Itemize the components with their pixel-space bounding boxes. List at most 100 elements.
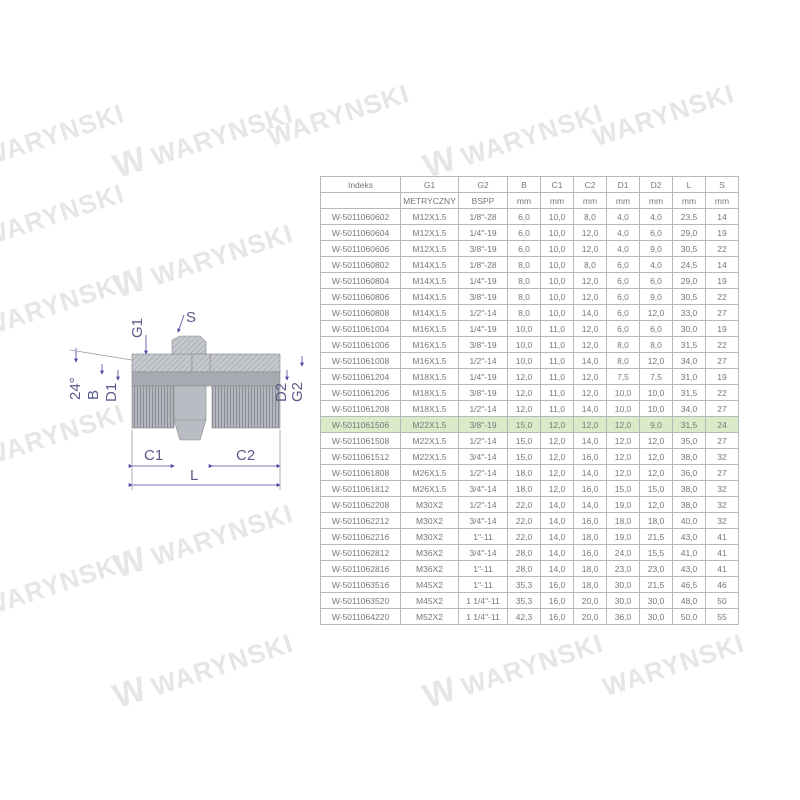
table-cell: 27 [705, 400, 739, 417]
table-cell: W-5011060602 [320, 208, 401, 225]
table-cell: 10,0 [507, 336, 541, 353]
table-cell: 40,0 [672, 512, 706, 529]
table-cell: 12,0 [639, 448, 673, 465]
table-cell: 22 [705, 288, 739, 305]
table-cell: 6,0 [639, 320, 673, 337]
table-cell: 16,0 [573, 448, 607, 465]
table-cell: M12X1.5 [400, 240, 459, 257]
table-cell: 8,0 [606, 336, 640, 353]
table-cell: 12,0 [507, 368, 541, 385]
table-cell: 1/2"-14 [458, 400, 508, 417]
table-cell: 12,0 [573, 416, 607, 433]
table-units-row-cell: mm [672, 192, 706, 209]
table-cell: 1/4"-19 [458, 320, 508, 337]
table-cell: 10,0 [639, 384, 673, 401]
table-cell: M18X1.5 [400, 384, 459, 401]
table-cell: W-5011063516 [320, 576, 401, 593]
table-cell: W-5011060604 [320, 224, 401, 241]
table-cell: 8,0 [507, 272, 541, 289]
table-units-row-cell: mm [705, 192, 739, 209]
table-cell: 50,0 [672, 608, 706, 625]
table-cell: 12,0 [639, 352, 673, 369]
table-cell: 27 [705, 432, 739, 449]
watermark: WARYNSKI [0, 548, 129, 623]
table-cell: W-5011062812 [320, 544, 401, 561]
table-cell: 12,0 [639, 496, 673, 513]
table-cell: M26X1.5 [400, 480, 459, 497]
table-cell: W-5011063520 [320, 592, 401, 609]
table-cell: M22X1.5 [400, 416, 459, 433]
table-cell: W-5011061506 [320, 416, 401, 433]
table-cell: 6,0 [606, 288, 640, 305]
table-cell: 27 [705, 464, 739, 481]
table-cell: 30,0 [606, 592, 640, 609]
table-cell: 16,0 [573, 512, 607, 529]
label-c1: C1 [144, 447, 163, 464]
table-cell: 6,0 [606, 272, 640, 289]
table-cell: W-5011061206 [320, 384, 401, 401]
table-cell: 41,0 [672, 544, 706, 561]
table-cell: 3/8"-19 [458, 384, 508, 401]
fitting-section-view [131, 335, 281, 387]
table-cell: 16,0 [573, 480, 607, 497]
table-cell: 12,0 [573, 368, 607, 385]
table-cell: W-5011061812 [320, 480, 401, 497]
table-cell: 12,0 [639, 432, 673, 449]
table-cell: 22 [705, 384, 739, 401]
table-cell: 34,0 [672, 400, 706, 417]
table-cell: M18X1.5 [400, 400, 459, 417]
table-cell: 10,0 [639, 400, 673, 417]
table-cell: 8,0 [507, 304, 541, 321]
table-cell: 4,0 [606, 224, 640, 241]
table-cell: 4,0 [606, 208, 640, 225]
table-cell: 10,0 [507, 320, 541, 337]
table-cell: 12,0 [573, 336, 607, 353]
table-cell: 21,5 [639, 576, 673, 593]
table-cell: 1/2"-14 [458, 464, 508, 481]
table-cell: W-5011060806 [320, 288, 401, 305]
table-header-row-cell: B [507, 176, 541, 193]
table-cell: 6,0 [606, 256, 640, 273]
table-cell: W-5011060802 [320, 256, 401, 273]
table-cell: 42,3 [507, 608, 541, 625]
table-cell: M30X2 [400, 512, 459, 529]
table-cell: 14,0 [540, 544, 574, 561]
table-cell: 1/8"-28 [458, 256, 508, 273]
watermark: WARYNSKI [263, 78, 414, 153]
table-cell: 1"-11 [458, 528, 508, 545]
table-cell: M45X2 [400, 576, 459, 593]
label-s: S [186, 309, 196, 326]
table-cell: 14,0 [540, 496, 574, 513]
table-cell: 18,0 [507, 480, 541, 497]
table-cell: W-5011060808 [320, 304, 401, 321]
table-cell: 8,0 [573, 208, 607, 225]
table-cell: 14 [705, 256, 739, 273]
table-cell: 12,0 [606, 432, 640, 449]
label-l: L [190, 467, 198, 484]
table-cell: 19 [705, 368, 739, 385]
table-cell: 12,0 [573, 272, 607, 289]
table-cell: 14 [705, 208, 739, 225]
table-cell: 50 [705, 592, 739, 609]
table-cell: 23,0 [639, 560, 673, 577]
table-units-row-cell: BSPP [458, 192, 508, 209]
table-cell: 7,5 [606, 368, 640, 385]
table-cell: 10,0 [540, 304, 574, 321]
table-header-row-cell: L [672, 176, 706, 193]
table-cell: 14,0 [540, 528, 574, 545]
table-cell: 41 [705, 528, 739, 545]
table-cell: 19,0 [606, 528, 640, 545]
table-cell: M14X1.5 [400, 256, 459, 273]
table-cell: 6,0 [606, 320, 640, 337]
